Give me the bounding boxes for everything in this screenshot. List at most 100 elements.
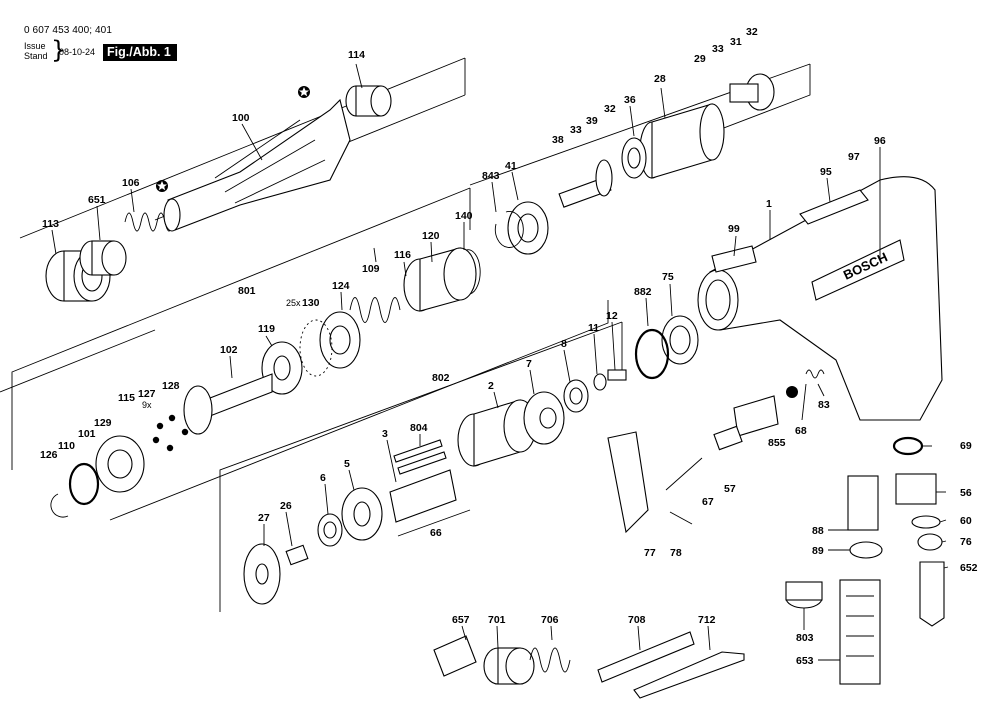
issue-label: Issue [24, 41, 46, 51]
part-75-valve [661, 315, 699, 365]
part-95-plate [799, 189, 869, 225]
part-657-clip [433, 635, 477, 677]
star-marker-icon [156, 180, 168, 192]
callout-8: 8 [561, 338, 567, 350]
part-88-block [847, 475, 879, 531]
callout-57: 57 [724, 483, 736, 495]
callout-99: 99 [728, 223, 740, 235]
callout-97: 97 [848, 151, 860, 163]
callout-804: 804 [410, 422, 428, 434]
part-99-clip [711, 245, 757, 273]
callout-116: 116 [394, 249, 411, 261]
part-7-end-plate [523, 391, 565, 445]
callout-12: 12 [606, 310, 618, 322]
callout-95: 95 [820, 166, 832, 178]
callout-88: 88 [812, 525, 824, 537]
part-128-rollers [152, 414, 189, 452]
callout-101: 101 [78, 428, 96, 440]
part-69-oring [892, 436, 924, 456]
part-number: 0 607 453 400; 401 [24, 25, 112, 36]
part-120-cylinder [403, 247, 477, 312]
callout-801: 801 [238, 285, 256, 297]
brace-symbol: } [51, 36, 67, 64]
callout-110: 110 [58, 440, 75, 452]
callout-140: 140 [455, 210, 473, 222]
callout-882: 882 [634, 286, 652, 298]
callout-100: 100 [232, 112, 250, 124]
callout-6: 6 [320, 472, 326, 484]
part-109-spring [349, 297, 401, 323]
part-26-gear [285, 544, 309, 566]
part-130-balls [299, 319, 333, 377]
callout-708: 708 [628, 614, 646, 626]
callout-130: 130 [302, 297, 320, 309]
callout-712: 712 [698, 614, 716, 626]
callout-11: 11 [588, 322, 599, 334]
callout-126: 126 [40, 449, 58, 461]
part-652-nipple [919, 561, 945, 627]
part-60-filter [911, 515, 941, 529]
part-77-lever [607, 431, 649, 534]
star-marker-icon [298, 86, 310, 98]
part-11-washer [593, 373, 607, 391]
part-6-bearing [317, 513, 343, 547]
callout-109: 109 [362, 263, 380, 275]
header-block: 0 607 453 400; 401 Issue Stand } 08-10-2… [24, 25, 224, 69]
callout-89: 89 [812, 545, 824, 557]
callout-41: 41 [505, 160, 517, 172]
callout-33a: 33 [712, 43, 724, 55]
callout-114: 114 [348, 49, 365, 61]
callout-706: 706 [541, 614, 559, 626]
callout-652: 652 [960, 562, 978, 574]
callout-60: 60 [960, 515, 972, 527]
callout-28: 28 [654, 73, 666, 85]
callout-31: 31 [730, 36, 742, 48]
part-76-nut [917, 533, 943, 551]
callout-36: 36 [624, 94, 636, 106]
part-67-pin [665, 457, 703, 491]
callout-labels: 114 100 106 651 113 32 31 33 29 28 36 32… [40, 26, 978, 667]
callout-76: 76 [960, 536, 972, 548]
callout-803: 803 [796, 632, 814, 644]
part-855-trigger-valve [733, 395, 779, 437]
callout-32b: 32 [604, 103, 616, 115]
part-78-pin [669, 511, 693, 525]
callout-127: 127 [138, 388, 156, 400]
part-68-ball [786, 386, 798, 398]
callout-5: 5 [344, 458, 350, 470]
stand-label: Stand [24, 51, 48, 61]
callout-115: 115 [118, 392, 135, 404]
callout-2: 2 [488, 380, 494, 392]
callout-102: 102 [220, 344, 238, 356]
callout-69: 69 [960, 440, 972, 452]
callout-38: 38 [552, 134, 564, 146]
part-3-rotor [389, 469, 457, 523]
part-8-bearing [563, 379, 589, 413]
part-803-cap [785, 581, 823, 609]
part-843-clip [494, 211, 524, 248]
callout-33b: 33 [570, 124, 582, 136]
rollers-quantity: 9x [142, 400, 152, 410]
callout-75: 75 [662, 271, 674, 283]
part-100-motor-housing [163, 98, 351, 232]
callout-27: 27 [258, 512, 270, 524]
callout-802: 802 [432, 372, 450, 384]
callout-657: 657 [452, 614, 470, 626]
callout-67: 67 [702, 496, 714, 508]
part-5-end-plate [341, 487, 383, 541]
part-712-hex-key [633, 651, 745, 699]
callout-26: 26 [280, 500, 292, 512]
part-36-bearing [621, 137, 647, 179]
part-83-spring [805, 369, 825, 379]
callout-128: 128 [162, 380, 180, 392]
part-89-disk [849, 541, 883, 559]
part-56-fitting [895, 473, 937, 505]
callout-66: 66 [430, 527, 442, 539]
part-882-oring [634, 328, 670, 380]
callout-701: 701 [488, 614, 506, 626]
part-706-spring [529, 647, 571, 673]
part-708-wrench [597, 631, 695, 683]
part-66-pin [397, 509, 471, 537]
callout-32a: 32 [746, 26, 758, 38]
